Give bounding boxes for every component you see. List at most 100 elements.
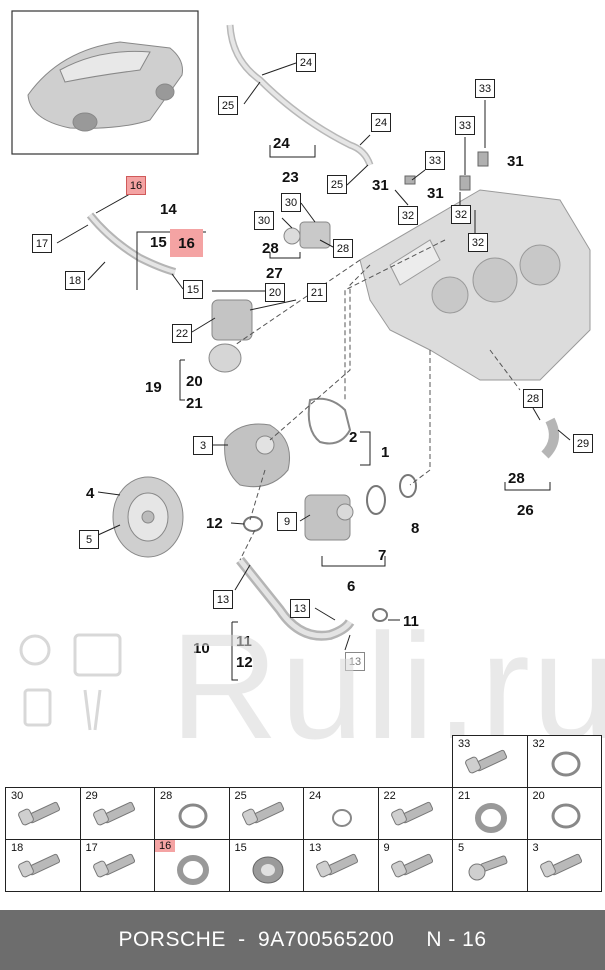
vehicle-thumbnail-car [27,41,183,132]
grid-cell-3: 3 [526,839,602,892]
callout-21: 21 [307,283,327,302]
grid-cell-label: 18 [11,842,24,854]
grid-cell-16: 16 [154,839,230,892]
callout-13-low: 13 [345,652,365,671]
part-bolt-icon [390,801,433,826]
grid-cell-label: 20 [532,790,545,802]
callout-28-thermostat: 28 [333,239,353,258]
grid-cell-25: 25 [228,787,304,840]
seal-ring-8 [399,474,417,498]
footer: PORSCHE - 9A700565200 N - 16 [0,910,605,970]
callout-24-right: 24 [371,113,391,132]
grid-cell-30: 30 [5,787,81,840]
part-ring-thick-icon [177,855,209,885]
grid-cell-28: 28 [154,787,230,840]
pulley-4 [112,476,184,558]
callout-3: 3 [193,436,213,455]
label-7: 7 [378,547,387,564]
grid-cell-label: 24 [309,790,322,802]
label-6: 6 [347,578,356,595]
part-bolt-icon [465,749,508,774]
label-31-mid: 31 [427,185,444,202]
part-bolt-icon [92,801,135,826]
grid-cell-32: 32 [526,735,602,788]
gasket-2 [307,397,352,445]
dashed-connectors [234,239,521,561]
shock-absorber-icon [83,689,102,731]
callout-25-top: 25 [218,96,238,115]
part-bolt-icon [539,853,582,878]
grid-cell-label: 22 [383,790,396,802]
label-15: 15 [150,234,167,251]
oil-filter-icon [19,634,51,666]
label-10: 10 [193,640,210,657]
label-14: 14 [160,201,177,218]
diagram-artwork [11,10,591,681]
grid-cell-label: 30 [11,790,24,802]
part-bolt-icon [18,801,61,826]
label-11: 11 [236,633,252,650]
callout-17: 17 [32,234,52,253]
grid-cell-label: 16 [155,840,176,852]
label-2: 2 [349,429,358,446]
callout-33-mid: 33 [455,116,475,135]
watermark-icons [19,633,122,731]
callout-15: 15 [183,280,203,299]
callout-33-top: 33 [475,79,495,98]
callout-32-low: 32 [468,233,488,252]
label-24: 24 [273,135,290,152]
grid-cell-20: 20 [526,787,602,840]
coolant-elbow-26 [541,417,559,459]
part-bolt-icon [316,853,359,878]
thermostat-housing [283,221,331,249]
callout-16: 16 [126,176,146,195]
callout-5: 5 [79,530,99,549]
callout-18: 18 [65,271,85,290]
grid-cell-label: 15 [234,842,247,854]
label-23: 23 [282,169,299,186]
part-bolt-icon [390,853,433,878]
callout-13-left: 13 [213,590,233,609]
label-19: 19 [145,379,162,396]
footer-brand: PORSCHE - 9A700565200 [118,928,395,951]
part-ring-thick-icon [475,803,507,833]
grid-cell-label: 17 [85,842,98,854]
grid-cell-9: 9 [377,839,453,892]
grid-cell-label: 5 [458,842,465,854]
label-26: 26 [517,502,534,519]
grid-cell-22: 22 [377,787,453,840]
label-12-bracket: 12 [236,654,253,671]
label-31-left: 31 [372,177,389,194]
grid-cell-label: 28 [160,790,173,802]
engine-block [359,189,591,381]
grid-cell-label: 21 [458,790,471,802]
callout-32-mid: 32 [451,205,471,224]
label-20: 20 [186,373,203,390]
seal-ring-7 [366,485,386,515]
grid-cell-5: 5 [452,839,528,892]
footer-page: N - 16 [426,928,487,951]
callout-13-mid: 13 [290,599,310,618]
label-31-right: 31 [507,153,524,170]
grid-cell-13: 13 [303,839,379,892]
grid-cell-24: 24 [303,787,379,840]
callout-20: 20 [265,283,285,302]
grid-cell-29: 29 [79,787,155,840]
thermostat-module-6 [304,494,354,541]
label-8: 8 [411,520,420,537]
grid-cell-label: 3 [532,842,539,854]
temperature-sensors-31 [404,151,489,191]
label-4: 4 [86,485,95,502]
label-11-right: 11 [403,613,419,630]
callout-30-upper: 30 [281,193,301,212]
label-21: 21 [186,395,203,412]
callout-33-left: 33 [425,151,445,170]
part-ring-icon [551,803,580,829]
grid-cell-33: 33 [452,735,528,788]
grid-cell-21: 21 [452,787,528,840]
water-pump-1 [224,423,290,488]
part-ring-icon [178,803,208,829]
callout-29: 29 [573,434,593,453]
callout-24-top: 24 [296,53,316,72]
